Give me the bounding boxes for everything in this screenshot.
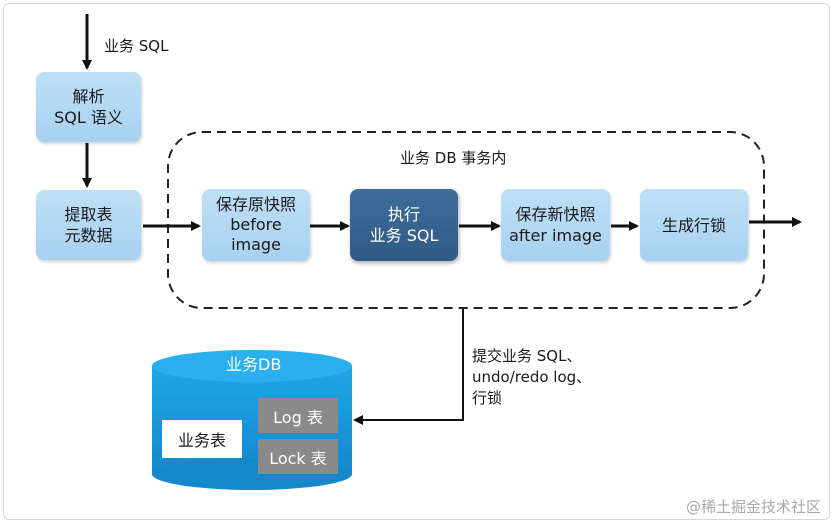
row-lock-box: 生成行锁 bbox=[640, 189, 748, 261]
commit-line-1: 提交业务 SQL、 bbox=[472, 347, 582, 365]
execute-line-2: 业务 SQL bbox=[369, 226, 439, 245]
commit-label: 提交业务 SQL、 undo/redo log、 行锁 bbox=[472, 346, 591, 409]
commit-line-3: 行锁 bbox=[472, 389, 503, 407]
business-table: 业务表 bbox=[162, 420, 242, 458]
after-line-1: 保存新快照 bbox=[515, 205, 596, 224]
before-line-1: 保存原快照 bbox=[215, 195, 296, 214]
database-title: 业务DB bbox=[226, 355, 282, 374]
after-image-box: 保存新快照 after image bbox=[501, 189, 610, 261]
after-line-2: after image bbox=[509, 226, 602, 245]
lock-table: Lock 表 bbox=[258, 439, 338, 474]
watermark: @稀土掘金技术社区 bbox=[685, 498, 821, 516]
parse-line-2: SQL 语义 bbox=[54, 108, 123, 127]
input-sql-label: 业务 SQL bbox=[104, 37, 169, 55]
extract-metadata-box: 提取表 元数据 bbox=[36, 190, 141, 260]
log-table: Log 表 bbox=[258, 398, 338, 433]
parse-line-1: 解析 bbox=[72, 87, 105, 106]
execute-line-1: 执行 bbox=[387, 205, 420, 224]
extract-line-2: 元数据 bbox=[64, 226, 113, 245]
execute-sql-box: 执行 业务 SQL bbox=[350, 189, 458, 261]
extract-line-1: 提取表 bbox=[64, 205, 113, 224]
before-line-3: image bbox=[231, 235, 281, 254]
commit-line-2: undo/redo log、 bbox=[472, 368, 592, 386]
before-image-box: 保存原快照 before image bbox=[202, 189, 310, 261]
before-line-2: before bbox=[230, 215, 282, 234]
parse-sql-box: 解析 SQL 语义 bbox=[36, 72, 141, 142]
transaction-label: 业务 DB 事务内 bbox=[400, 149, 507, 167]
lock-line: 生成行锁 bbox=[661, 215, 726, 235]
